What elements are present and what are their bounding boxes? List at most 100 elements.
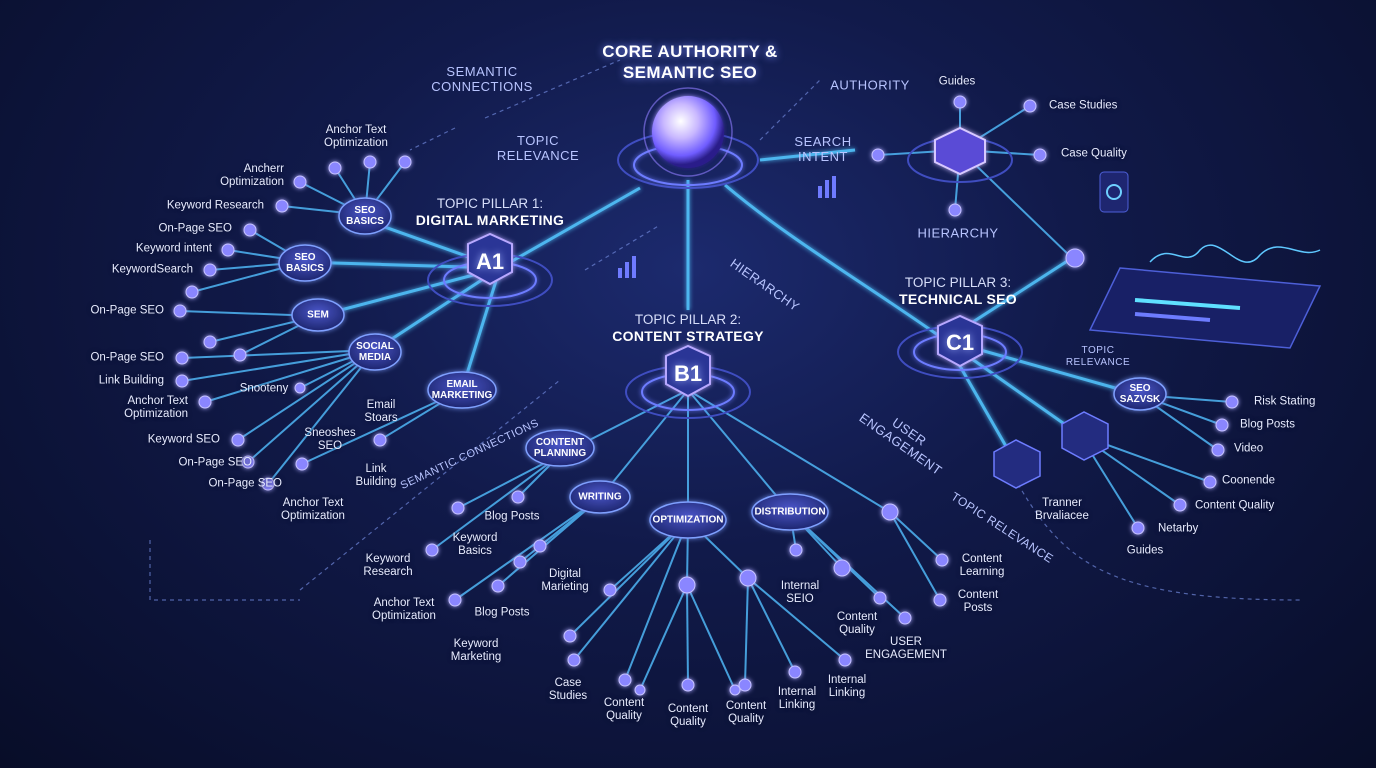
leaf-text: Blog Posts [484, 510, 540, 523]
leaf-text: Optimization [372, 610, 436, 622]
hub-text: SEO [1129, 383, 1151, 394]
leaf-text: Keyword Research [166, 199, 264, 212]
leaf-text: On-Page SEO [208, 477, 282, 490]
leaf-text: SEO [317, 440, 343, 452]
leaf-text: Building [355, 476, 397, 488]
leaf-text: SEIO [786, 593, 814, 605]
leaf-text: Keyword intent [135, 242, 212, 255]
leaf-text: Quality [728, 713, 764, 725]
pillar-b-code: B1 [673, 361, 703, 386]
leaf-text: Content Quality [1195, 499, 1275, 512]
pillar-c-name: TECHNICAL SEO [899, 291, 1017, 307]
leaf-nodes [173, 95, 1239, 696]
leaf-risk-stating: Risk Stating [1254, 396, 1315, 409]
leaf-onpage-a3: On-Page SEO [90, 352, 164, 365]
pillar-a-name: DIGITAL MARKETING [415, 212, 565, 228]
leaf-text: Anchor Text [373, 597, 435, 609]
leaf-case-studies-c: Case Studies [1049, 100, 1117, 113]
leaf-text: Quality [606, 710, 642, 722]
leaf-text: Basics [458, 545, 492, 557]
leaf-text: Research [363, 566, 413, 578]
leaf-guides-c2: Guides [1127, 545, 1163, 558]
leaf-text: Posts [963, 602, 993, 614]
leaf-text: Anchor Text [325, 124, 387, 136]
caption-text: TOPIC [1081, 345, 1115, 356]
core-title: CORE AUTHORITY & SEMANTIC SEO [602, 41, 777, 83]
leaf-text: Risk Stating [1254, 395, 1316, 408]
hub-distribution: DISTRIBUTION [754, 507, 825, 518]
leaf-text: Keyword [452, 532, 498, 544]
pillar-b-name: CONTENT STRATEGY [612, 328, 764, 344]
leaf-blog-posts-b2: Blog Posts [475, 607, 530, 620]
caption-text: RELEVANCE [496, 148, 580, 163]
hub-text: DISTRIBUTION [754, 506, 826, 518]
leaf-text: Email [366, 399, 396, 411]
hub-text: SEO [294, 252, 316, 263]
leaf-onpage-a4: On-Page SEO [178, 457, 252, 470]
leaf-text: Case Studies [1049, 99, 1118, 112]
leaf-case-quality: Case Quality [1061, 148, 1127, 161]
core-orb [652, 96, 724, 168]
hub-text: WRITING [578, 491, 622, 503]
caption-text: INTENT [798, 149, 848, 164]
leaf-text: Marieting [541, 581, 589, 593]
leaf-text: Learning [959, 566, 1005, 578]
leaf-text: On-Page SEO [178, 456, 252, 469]
leaf-text: On-Page SEO [158, 222, 232, 235]
pillar-c-caption: TOPIC PILLAR 3: [904, 275, 1012, 290]
hub-text: OPTIMIZATION [652, 514, 724, 526]
pillar-b-label: TOPIC PILLAR 2: CONTENT STRATEGY [612, 311, 764, 345]
leaf-onpage-a5: On-Page SEO [208, 478, 282, 491]
leaf-text: Internal [777, 686, 817, 698]
leaf-text: Link Building [98, 374, 164, 387]
leaf-text: Digital [549, 568, 581, 580]
leaf-text: Internal [780, 580, 820, 592]
leaf-keyword-seo: Keyword SEO [148, 434, 220, 447]
pillar-b-caption: TOPIC PILLAR 2: [634, 312, 742, 327]
leaf-text: Keyword SEO [147, 433, 220, 446]
leaf-text: KeywordSearch [111, 263, 193, 276]
dashed-connections [149, 59, 1301, 601]
leaf-text: Studies [548, 690, 588, 702]
leaf-blog-posts-b1: Blog Posts [485, 511, 540, 524]
leaf-text: Link [365, 463, 387, 475]
leaf-content-quality-c: Content Quality [1195, 500, 1274, 513]
core-title-line1: CORE AUTHORITY & [602, 42, 778, 61]
leaf-text: Keyword [365, 553, 411, 565]
hub-text: SAZVSK [1119, 394, 1161, 405]
dashboard-panel [1088, 171, 1322, 349]
leaf-text: Snooteny [239, 382, 289, 395]
leaf-text: Netarby [1158, 522, 1199, 535]
hub-text: SEO [354, 205, 376, 216]
leaf-text: Sneoshes [304, 427, 356, 439]
leaf-onpage-a2: On-Page SEO [90, 305, 164, 318]
leaf-text: Optimization [324, 137, 388, 149]
branch-lines [179, 102, 1233, 691]
leaf-text: Content [603, 697, 645, 709]
pillar-c-label: TOPIC PILLAR 3: TECHNICAL SEO [899, 274, 1017, 308]
leaf-video: Video [1234, 443, 1263, 456]
